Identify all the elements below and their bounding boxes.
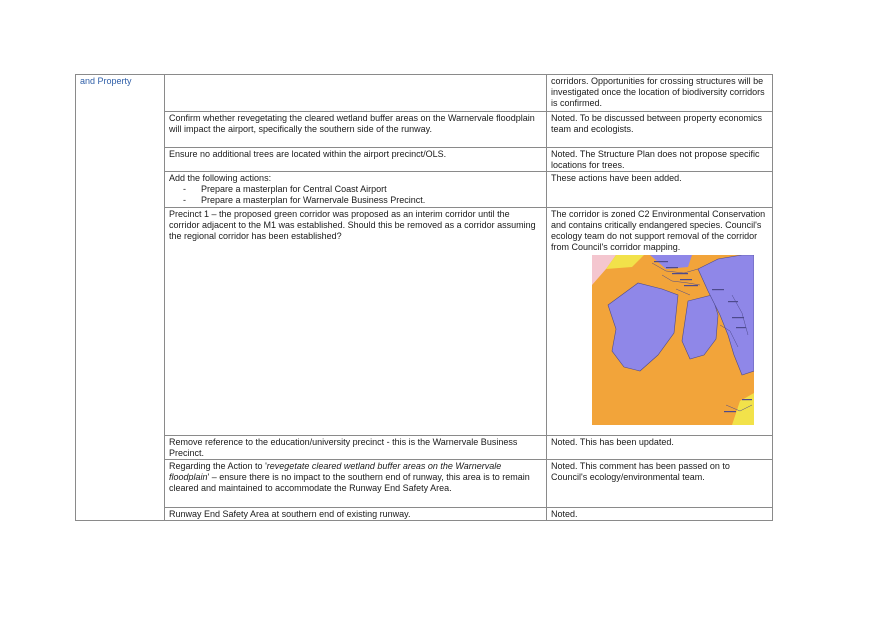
map-zone-pink — [592, 255, 616, 285]
department-cell: and Property — [75, 74, 165, 521]
comment-cell: Runway End Safety Area at southern end o… — [164, 507, 547, 521]
comment-cell — [164, 74, 547, 112]
map-container — [551, 253, 768, 425]
response-cell: Noted. This has been updated. — [546, 435, 773, 460]
response-cell: Noted. The Structure Plan does not propo… — [546, 147, 773, 172]
bullet-dash-icon: - — [183, 195, 186, 205]
feedback-table: and Property corridors. Opportunities fo… — [75, 74, 773, 521]
response-cell: The corridor is zoned C2 Environmental C… — [546, 207, 773, 436]
comment-cell: Remove reference to the education/univer… — [164, 435, 547, 460]
map-label-marks — [654, 261, 752, 413]
comment-cell: Precinct 1 – the proposed green corridor… — [164, 207, 547, 436]
table-row: Remove reference to the education/univer… — [76, 435, 773, 460]
comment-cell: Ensure no additional trees are located w… — [164, 147, 547, 172]
table-row: Confirm whether revegetating the cleared… — [76, 111, 773, 148]
comment-cell: Confirm whether revegetating the cleared… — [164, 111, 547, 148]
comment-text: ' – ensure there is no impact to the sou… — [169, 472, 530, 493]
response-cell: Noted. — [546, 507, 773, 521]
table-row: and Property corridors. Opportunities fo… — [75, 74, 773, 521]
map-zone-purple-right — [697, 255, 754, 376]
table-row: Add the following actions: - Prepare a ma… — [76, 171, 773, 208]
table-row: Ensure no additional trees are located w… — [76, 147, 773, 172]
bullet-dash-icon: - — [183, 184, 186, 194]
corridor-map-image — [592, 255, 754, 425]
table-row: Regarding the Action to 'revegetate clea… — [76, 459, 773, 508]
map-zone-purple-top — [650, 255, 692, 269]
comment-cell: Add the following actions: - Prepare a ma… — [164, 171, 547, 208]
response-cell: Noted. This comment has been passed on t… — [546, 459, 773, 508]
response-text: The corridor is zoned C2 Environmental C… — [551, 209, 766, 252]
action-item: - Prepare a masterplan for Warnervale Bus… — [183, 195, 542, 206]
table-row: Precinct 1 – the proposed green corridor… — [76, 207, 773, 436]
comment-cell: Regarding the Action to 'revegetate clea… — [164, 459, 547, 508]
response-cell: Noted. To be discussed between property … — [546, 111, 773, 148]
action-item-text: Prepare a masterplan for Warnervale Busi… — [201, 195, 426, 205]
map-zone-yellow-top — [606, 255, 644, 269]
action-item-text: Prepare a masterplan for Central Coast A… — [201, 184, 387, 194]
response-cell: These actions have been added. — [546, 171, 773, 208]
map-zone-yellow-bottom — [732, 393, 754, 425]
comment-text: Regarding the Action to ' — [169, 461, 267, 471]
action-item: - Prepare a masterplan for Central Coast … — [183, 184, 542, 195]
response-cell: corridors. Opportunities for crossing st… — [546, 74, 773, 112]
quoted-action-text: revegetate cleared wetland buffer areas … — [169, 461, 502, 482]
actions-intro: Add the following actions: — [169, 173, 272, 183]
map-zone-purple-left — [607, 282, 679, 372]
table-row: Runway End Safety Area at southern end o… — [76, 507, 773, 521]
